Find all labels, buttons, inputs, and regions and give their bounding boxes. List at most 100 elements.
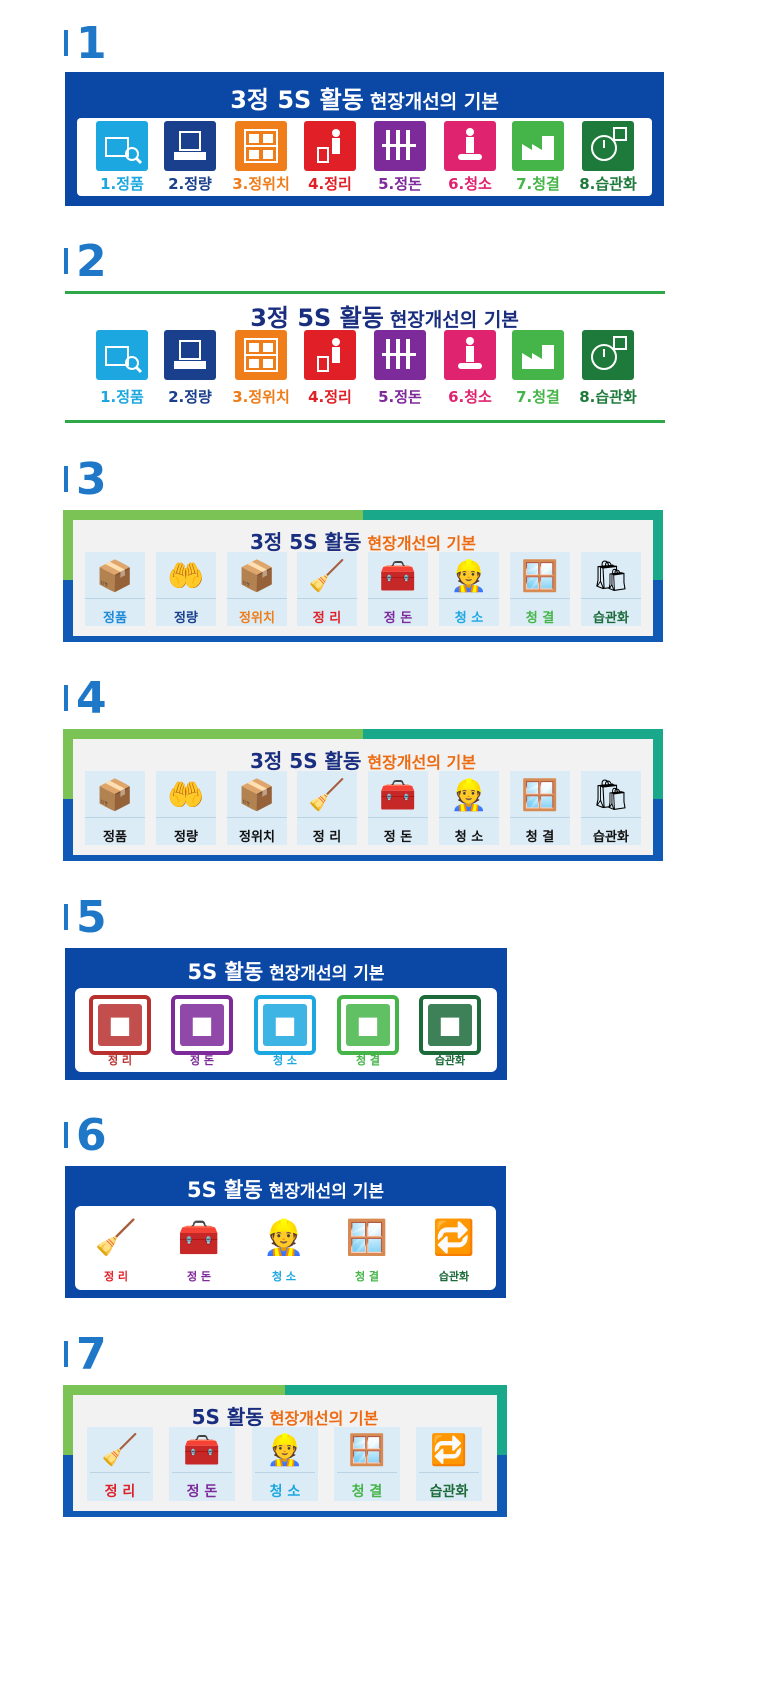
item-label: 청 결 bbox=[355, 1054, 381, 1067]
item-label: 4.정리 bbox=[308, 175, 352, 193]
factory-icon bbox=[512, 121, 564, 171]
item-label: 청 소 bbox=[269, 1484, 301, 1500]
item-card: 📦정위치 bbox=[227, 552, 287, 626]
item-label: 정 리 bbox=[104, 1484, 136, 1500]
banner-panel bbox=[75, 1206, 496, 1290]
item-label: 정위치 bbox=[239, 611, 275, 626]
banner-2-bottom-line bbox=[65, 420, 665, 423]
item-label: 정 리 bbox=[107, 1054, 133, 1067]
clock-runner-icon bbox=[582, 121, 634, 171]
cleaning-person-icon bbox=[444, 121, 496, 171]
trash-person-icon bbox=[304, 121, 356, 171]
item-label: 청 소 bbox=[454, 611, 484, 626]
clean-factory-icon: ■ bbox=[337, 995, 399, 1055]
item-label: 2.정량 bbox=[168, 175, 212, 193]
item-label: 정 돈 bbox=[383, 830, 413, 845]
item-card: 🤲 정량 bbox=[156, 771, 216, 845]
item-icon: 🧹 bbox=[94, 1218, 138, 1258]
item-card: 📦정품 bbox=[85, 771, 145, 845]
clock-runner-icon bbox=[582, 330, 634, 380]
item-label: 1.정품 bbox=[100, 388, 144, 406]
section-number: 2 bbox=[64, 240, 107, 284]
box-magnifier-icon bbox=[96, 330, 148, 380]
item-label: 7.청결 bbox=[516, 388, 560, 406]
shelf-icon bbox=[235, 330, 287, 380]
item-icon: 🤲 bbox=[167, 558, 205, 594]
section-number: 7 bbox=[64, 1333, 107, 1377]
item-label: 7.청결 bbox=[516, 175, 560, 193]
item-label: 정 돈 bbox=[186, 1270, 212, 1283]
item-icon: 📦 bbox=[96, 558, 134, 594]
item-icon: 🛍 bbox=[591, 558, 631, 594]
item-card: 🧰 정 돈 bbox=[368, 552, 428, 626]
item-card: 🤲 정량 bbox=[156, 552, 216, 626]
item-card: 🛍 습관화 bbox=[581, 771, 641, 845]
item-icon: 🧰 bbox=[177, 1218, 221, 1258]
item-label: 정량 bbox=[174, 611, 198, 626]
item-label: 청 결 bbox=[525, 830, 555, 845]
item-label: 정 리 bbox=[103, 1270, 129, 1283]
item-icon: 🤲 bbox=[167, 777, 205, 813]
item-card: 📦 정위치 bbox=[227, 771, 287, 845]
item-label: 정품 bbox=[103, 611, 127, 626]
item-label: 정 리 bbox=[312, 830, 342, 845]
item-label: 청 결 bbox=[351, 1484, 383, 1500]
item-card: 🪟 청 결 bbox=[510, 552, 570, 626]
item-label: 습관화 bbox=[593, 611, 629, 626]
item-label: 습관화 bbox=[438, 1270, 470, 1283]
item-label: 습관화 bbox=[593, 830, 629, 845]
item-icon: 🔁 bbox=[430, 1433, 468, 1468]
item-card: 🪟 청 결 bbox=[510, 771, 570, 845]
cleaning-person-icon bbox=[444, 330, 496, 380]
item-icon: 🧹 bbox=[308, 777, 346, 813]
item-label: 습관화 bbox=[429, 1484, 469, 1500]
item-card: 📦 정품 bbox=[85, 552, 145, 626]
item-icon: 🧰 bbox=[379, 777, 417, 813]
trash-shelf-icon: ■ bbox=[89, 995, 151, 1055]
tools-icon bbox=[374, 121, 426, 171]
item-label: 1.정품 bbox=[100, 175, 144, 193]
section-number: 5 bbox=[64, 896, 107, 940]
item-icon: 🪟 bbox=[521, 777, 559, 813]
item-card: 🧹정 리 bbox=[297, 552, 357, 626]
item-icon: 🪟 bbox=[345, 1218, 389, 1258]
item-label: 습관화 bbox=[434, 1054, 466, 1067]
item-label: 정품 bbox=[103, 830, 127, 845]
section-number: 3 bbox=[64, 458, 107, 502]
item-label: 정 돈 bbox=[383, 611, 413, 626]
item-label: 청 결 bbox=[525, 611, 555, 626]
item-label: 정위치 bbox=[239, 830, 275, 845]
item-icon: 📦 bbox=[238, 777, 276, 813]
item-icon: 👷 bbox=[450, 558, 488, 594]
item-card: 🧰 정 돈 bbox=[368, 771, 428, 845]
item-icon: 🧰 bbox=[379, 558, 417, 594]
item-card: 🔁 습관화 bbox=[416, 1427, 482, 1501]
item-icon: 👷 bbox=[266, 1433, 304, 1468]
item-label: 3.정위치 bbox=[232, 388, 290, 406]
item-label: 4.정리 bbox=[308, 388, 352, 406]
item-card: 🛍 습관화 bbox=[581, 552, 641, 626]
section-number: 4 bbox=[64, 677, 107, 721]
item-label: 5.정돈 bbox=[378, 388, 422, 406]
item-label: 6.청소 bbox=[448, 388, 492, 406]
item-label: 청 소 bbox=[271, 1270, 297, 1283]
item-icon: 🪟 bbox=[521, 558, 559, 594]
item-icon: 🛍 bbox=[591, 777, 631, 813]
item-card: 👷청 소 bbox=[439, 771, 499, 845]
item-label: 정 돈 bbox=[186, 1484, 218, 1500]
item-label: 5.정돈 bbox=[378, 175, 422, 193]
item-label: 정량 bbox=[174, 830, 198, 845]
item-label: 청 소 bbox=[454, 830, 484, 845]
box-magnifier-icon bbox=[96, 121, 148, 171]
item-icon: 🧹 bbox=[308, 558, 346, 594]
item-card: 🧰정 돈 bbox=[169, 1427, 235, 1501]
item-card: 🪟청 결 bbox=[334, 1427, 400, 1501]
tools-icon bbox=[374, 330, 426, 380]
